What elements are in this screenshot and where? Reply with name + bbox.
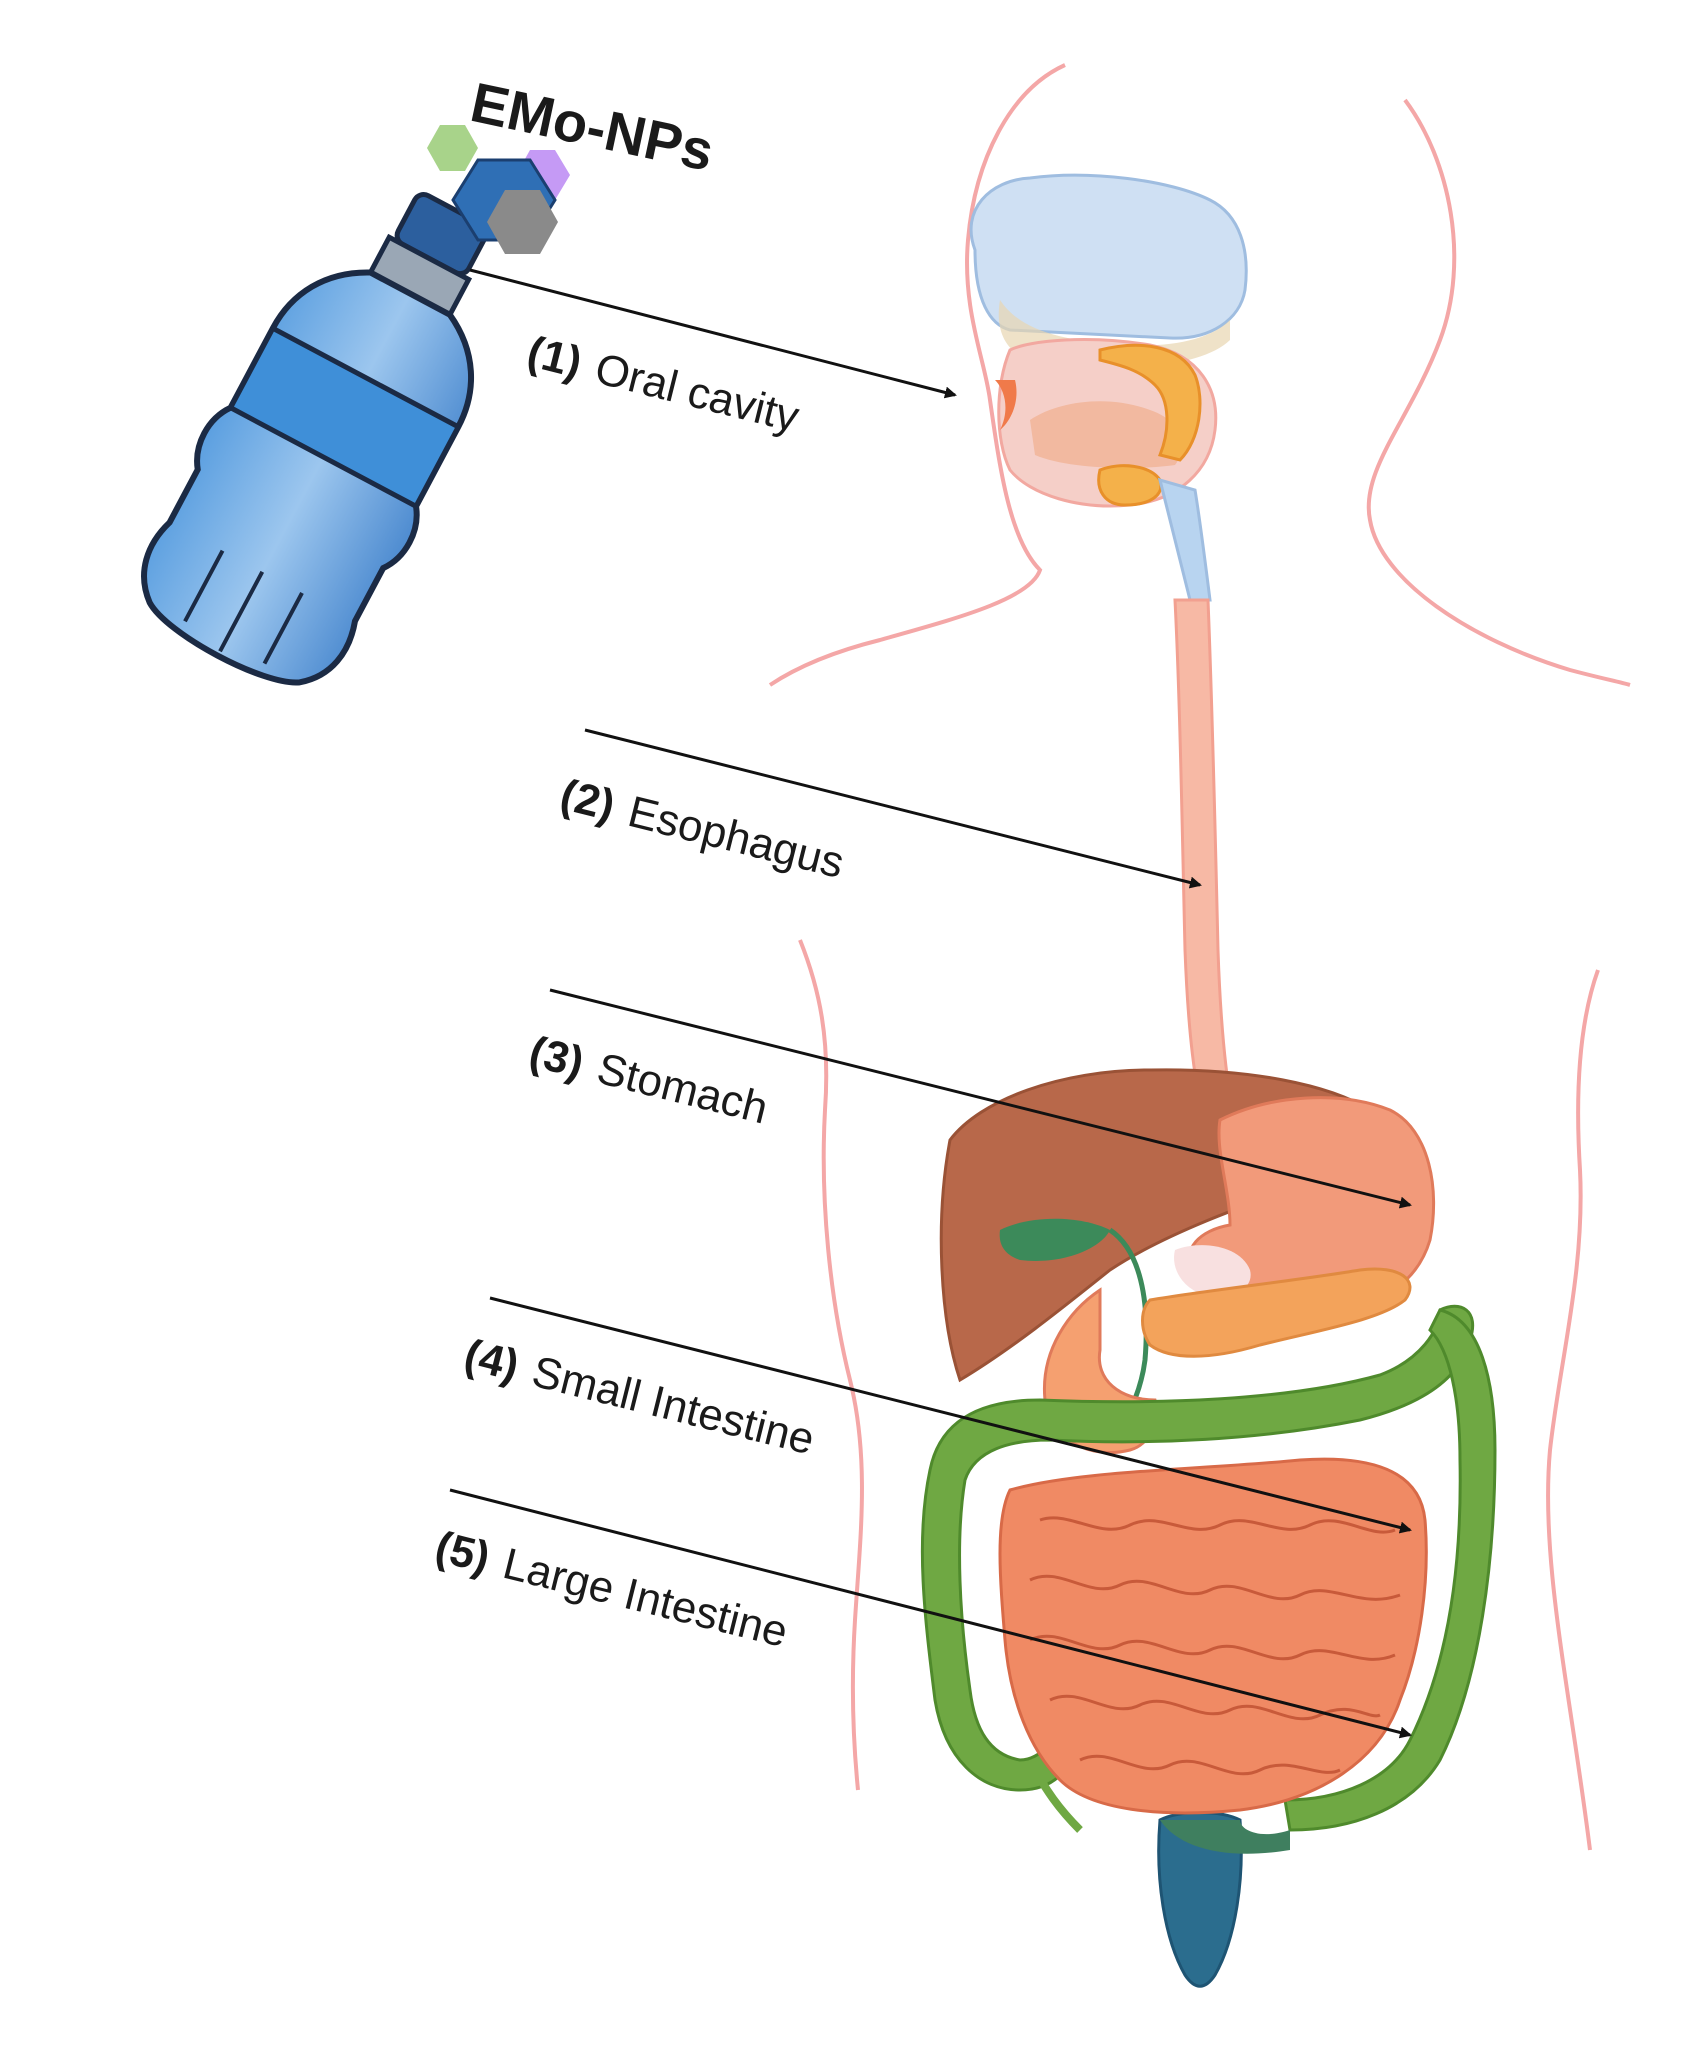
pancreas (1141, 1267, 1412, 1358)
arrow-stomach (549, 988, 1412, 1209)
arrow-small-intestine (489, 1296, 1412, 1534)
appendix (1026, 1758, 1083, 1833)
skull (969, 173, 1248, 340)
label-text: Oral cavity (590, 344, 804, 442)
label-esophagus: (2)Esophagus (556, 770, 849, 888)
throat (1157, 477, 1212, 602)
label-text: Small Intestine (527, 1347, 819, 1464)
gallbladder (999, 1218, 1110, 1261)
arrow-esophagus (584, 728, 1202, 889)
label-small-intestine: (4)Small Intestine (460, 1330, 820, 1464)
label-number: (5) (431, 1522, 495, 1583)
esophagus (1173, 598, 1237, 1122)
head-anatomy (969, 173, 1248, 602)
label-stomach: (3)Stomach (525, 1027, 773, 1133)
np-grey-hexagon-icon (487, 190, 558, 254)
body-outline (768, 63, 1631, 1851)
pointer-arrows (449, 268, 1412, 1739)
stage-labels: (1)Oral cavity (2)Esophagus (3)Stomach (… (431, 327, 849, 1657)
label-number: (3) (525, 1027, 589, 1088)
label-number: (4) (460, 1330, 524, 1391)
tongue (1030, 401, 1182, 468)
label-text: Stomach (592, 1044, 772, 1134)
stomach-fundus-highlight (1174, 1245, 1251, 1297)
label-text: Esophagus (623, 787, 848, 888)
label-text: Large Intestine (498, 1539, 792, 1657)
jaw-bone (1098, 343, 1202, 462)
small-intestine (998, 1457, 1428, 1815)
label-large-intestine: (5)Large Intestine (431, 1522, 793, 1657)
arrow-oral-cavity (469, 268, 957, 399)
descending-colon (1283, 1308, 1497, 1832)
water-bottle (141, 192, 490, 686)
label-number: (2) (556, 770, 620, 831)
label-number: (1) (523, 327, 587, 388)
small-intestine-folds (1029, 1516, 1401, 1776)
rectum (1157, 1811, 1243, 1988)
salivary-gland (1097, 464, 1163, 507)
torso-left-outline (798, 939, 864, 1791)
neck-right-outline (1366, 98, 1631, 687)
lips (995, 380, 1017, 430)
bottle-label (227, 324, 462, 510)
torso-right-outline (1546, 969, 1600, 1851)
sigmoid-colon (1160, 1820, 1290, 1854)
arrow-large-intestine (449, 1488, 1412, 1739)
bottle-ridges (183, 549, 304, 665)
nanoparticles (427, 125, 570, 254)
head-outline (768, 63, 1066, 687)
np-green-hexagon-icon (427, 125, 478, 171)
